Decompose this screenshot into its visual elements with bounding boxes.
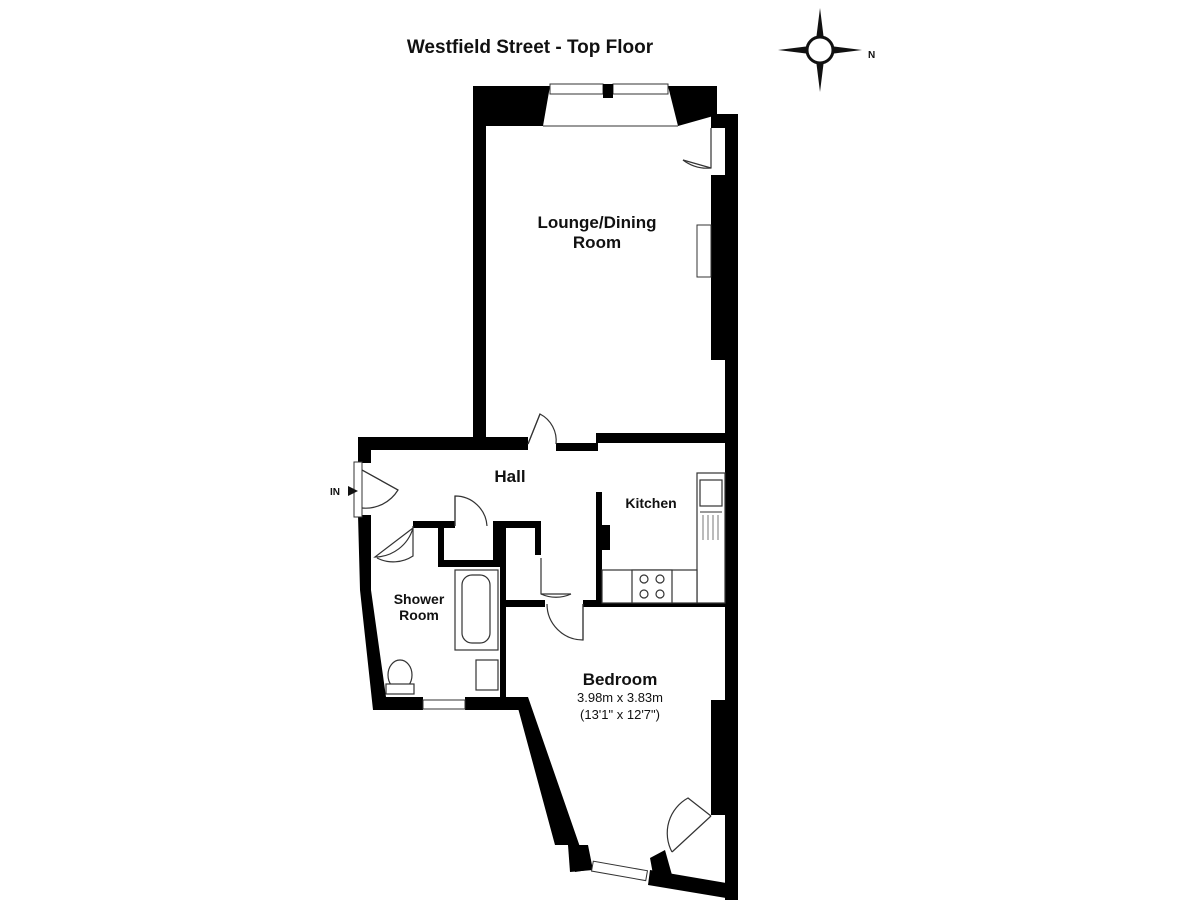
hall-label: Hall	[494, 467, 525, 486]
shower-room-label-line1: Shower	[394, 591, 445, 607]
entrance-door: IN	[330, 469, 399, 509]
bedroom-dimensions-imperial: (13'1" x 12'7")	[580, 707, 660, 722]
lounge-label-line1: Lounge/Dining	[538, 213, 657, 232]
shower-room-fixtures	[373, 569, 520, 710]
hall-walls	[353, 433, 738, 710]
shower-room-label-line2: Room	[399, 607, 439, 623]
bedroom-dimensions-metric: 3.98m x 3.83m	[577, 690, 663, 705]
entrance-label: IN	[330, 487, 340, 498]
lounge-cupboard-door	[682, 128, 712, 169]
plan-title: Westfield Street - Top Floor	[407, 37, 654, 58]
cupboard-door	[454, 495, 488, 527]
compass-rose-icon: N	[778, 8, 875, 92]
bedroom-label: Bedroom	[583, 670, 658, 689]
store-door	[540, 558, 572, 598]
bedroom-door	[546, 603, 584, 641]
compass-north-label: N	[868, 50, 875, 61]
lounge-label-line2: Room	[573, 233, 621, 252]
lounge-walls	[473, 83, 738, 450]
shower-room-door	[373, 526, 414, 563]
bedroom-cupboard-door	[666, 797, 712, 853]
kitchen-fixtures	[601, 472, 726, 604]
inner-walls	[413, 433, 738, 697]
kitchen-label: Kitchen	[625, 495, 676, 511]
lounge-door	[527, 413, 557, 445]
bedroom-walls	[515, 607, 738, 900]
